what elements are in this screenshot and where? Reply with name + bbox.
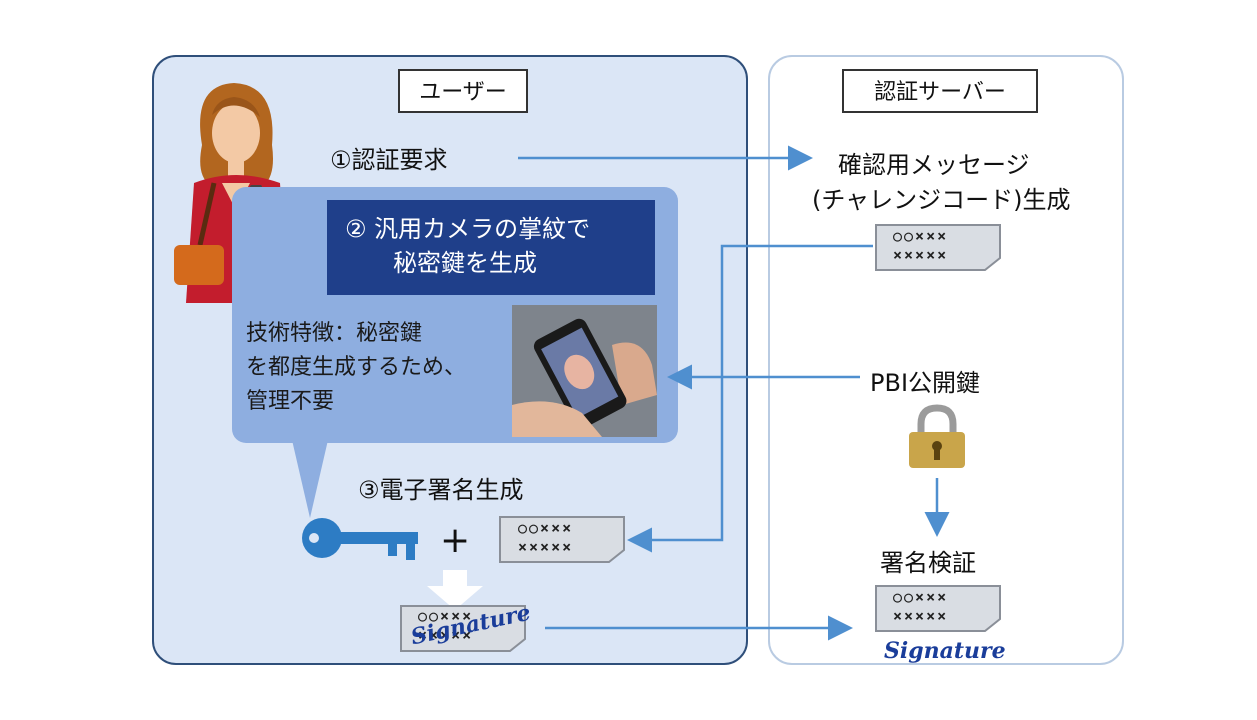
challenge-card-user [499, 516, 625, 563]
step2-box: ② 汎用カメラの掌紋で 秘密鍵を生成 [327, 200, 655, 295]
lock-icon [909, 404, 965, 468]
step2-line2: 秘密鍵を生成 [393, 249, 537, 277]
key-icon [302, 518, 418, 560]
down-arrow-icon [427, 570, 483, 610]
challenge-card-server [875, 224, 1001, 271]
card-server-text: ○○××× ××××× [893, 227, 949, 264]
challenge-line-1: 確認用メッセージ [838, 151, 1030, 179]
signed-card-user [400, 605, 526, 652]
challenge-line-2: (チャレンジコード)生成 [812, 186, 1071, 214]
card-user-text: ○○××× ××××× [518, 519, 574, 556]
arrow-challenge-to-user [627, 244, 873, 553]
signed-card-server-text: ○○××× ××××× [893, 588, 949, 625]
step3-label: ③電子署名生成 [358, 476, 524, 504]
step2-line1: ② 汎用カメラの掌紋で [345, 215, 591, 243]
plus-sign: + [440, 520, 471, 561]
feature-line-1: 技術特徴：秘密鍵 [246, 321, 423, 346]
palm-photo [512, 305, 657, 437]
signed-card-server [875, 585, 1001, 632]
signature-mark-server: Signature [884, 638, 1006, 664]
signed-card-user-text: ○○××× ××××× [418, 607, 474, 644]
server-panel-title: 認証サーバー [842, 69, 1038, 113]
feature-line-3: 管理不要 [246, 389, 335, 414]
verify-label: 署名検証 [880, 549, 976, 577]
feature-text: 技術特徴：秘密鍵 を都度生成するため、 管理不要 [246, 317, 466, 419]
server-panel [768, 55, 1124, 665]
bubble-tail [292, 440, 328, 518]
feature-line-2: を都度生成するため、 [246, 355, 467, 380]
user-panel-title: ユーザー [398, 69, 528, 113]
public-key-label: PBI公開鍵 [870, 369, 981, 397]
step1-label: ①認証要求 [330, 146, 448, 174]
